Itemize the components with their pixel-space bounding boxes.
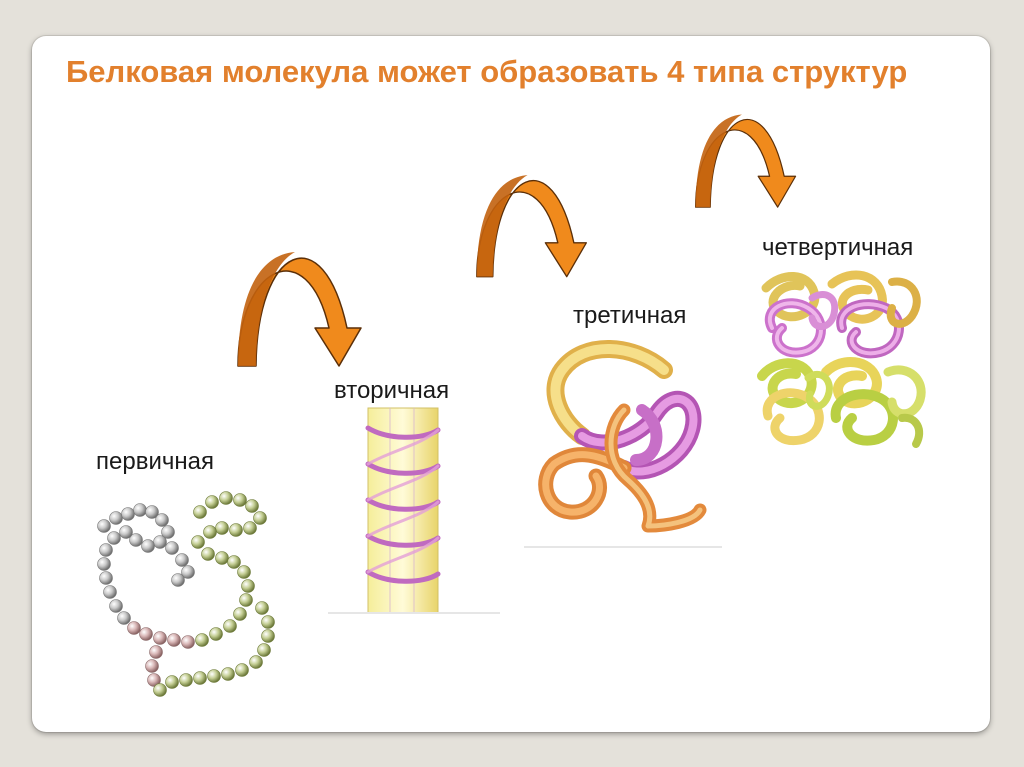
label-quaternary: четвертичная [762, 234, 914, 261]
tertiary-structure-image [524, 340, 722, 548]
label-tertiary: третичная [573, 302, 687, 329]
quaternary-structure-image [757, 270, 926, 448]
transition-arrow-1 [237, 252, 362, 367]
secondary-structure-image [328, 407, 500, 614]
transition-arrow-3 [695, 114, 797, 208]
slide-title: Белковая молекула может образовать 4 тип… [66, 54, 908, 89]
transition-arrow-2 [476, 175, 587, 278]
label-primary: первичная [96, 448, 214, 475]
primary-structure-image [97, 491, 275, 697]
label-secondary: вторичная [334, 377, 450, 404]
slide: Белковая молекула может образовать 4 тип… [32, 36, 990, 732]
